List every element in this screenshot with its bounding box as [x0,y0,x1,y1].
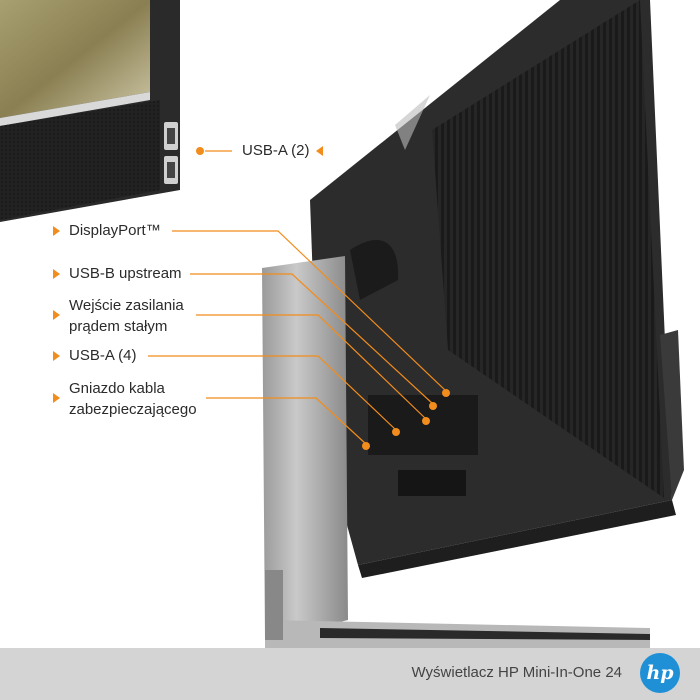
callout-dots [196,147,450,450]
label-usb-a-2: USB-A (2) [242,142,310,159]
callout-lines [148,150,447,445]
monitor-stand [262,240,650,648]
callout-line-displayport [172,230,447,392]
hp-logo-icon: hp [640,653,680,693]
arrow-left-icon [316,146,323,156]
callout-line-usb-b [190,273,434,405]
callout-line-lock [206,397,367,445]
monitor-front-corner [0,0,180,222]
label-power-line2: prądem stałym [69,318,168,335]
label-usb-b-upstream: USB-B upstream [69,265,182,282]
callout-line-usb-a-4 [148,355,397,431]
label-lock-line1: Gniazdo kabla [69,380,165,397]
arrow-right-icon [53,269,60,279]
arrow-right-icon [53,226,60,236]
product-title: Wyświetlacz HP Mini-In-One 24 [411,664,622,681]
label-lock-line2: zabezpieczającego [69,401,197,418]
label-usb-a-4: USB-A (4) [69,347,137,364]
arrow-right-icon [53,393,60,403]
label-displayport: DisplayPort™ [69,222,161,239]
label-power-line1: Wejście zasilania [69,297,184,314]
callout-line-power [196,314,427,420]
footer-bar: Wyświetlacz HP Mini-In-One 24 hp [0,648,700,700]
arrow-right-icon [53,310,60,320]
monitor-back [310,0,684,578]
arrow-right-icon [53,351,60,361]
